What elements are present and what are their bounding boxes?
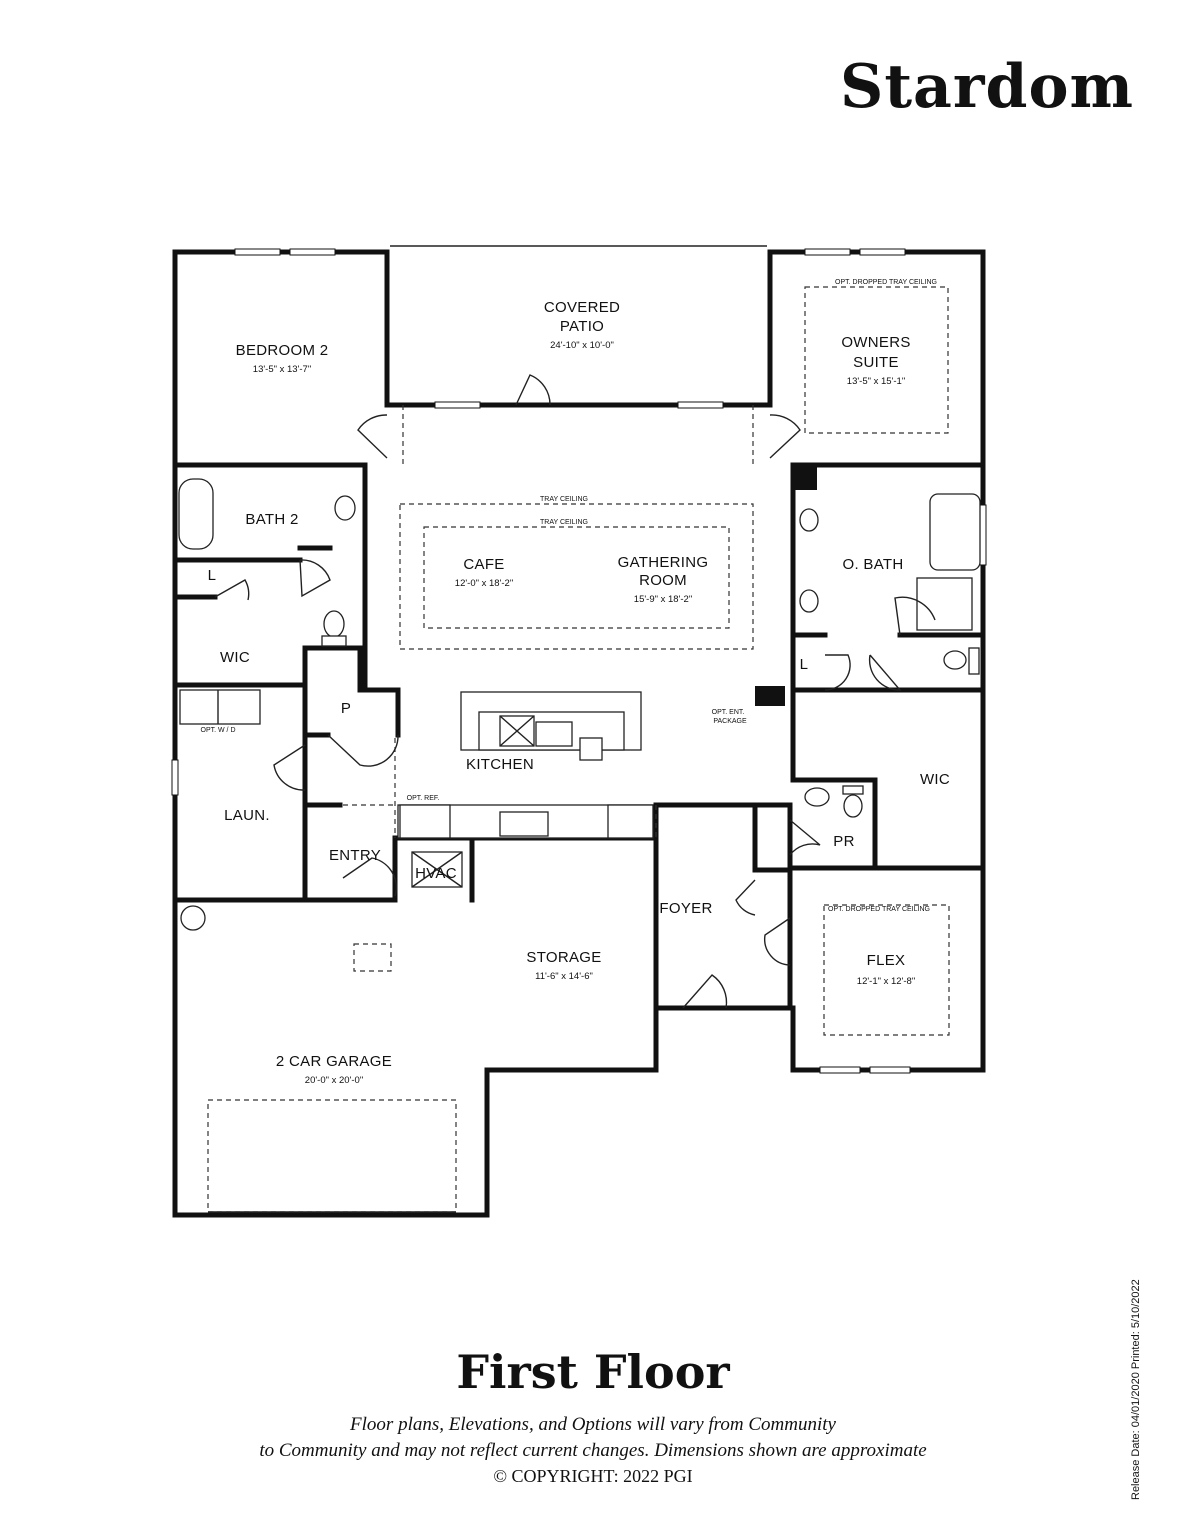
bath2-label: BATH 2 [245,511,298,528]
opt-wd-note: OPT. W / D [201,727,236,734]
floor-plan-diagram: COVERED PATIO 24'-10" x 10'-0" BEDROOM 2… [171,245,987,1218]
structural-post [755,686,785,706]
windows [171,248,987,1074]
opt-ent-note-line2: PACKAGE [713,718,747,725]
storage-dimensions: 11'-6" x 14'-6" [535,971,593,982]
wic-left-label: WIC [220,649,250,666]
laundry-counter [179,689,261,725]
cafe-dimensions: 12'-0" x 18'-2" [455,578,513,589]
powder-room-label: PR [833,833,854,850]
owners-suite-dimensions: 13'-5" x 15'-1" [847,376,905,387]
hvac-unit [411,851,463,888]
wic-right-label: WIC [920,771,950,788]
plan-name: Stardom [840,52,1134,122]
garage-dimensions: 20'-0" x 20'-0" [305,1075,363,1086]
opt-ent-note: OPT. ENT. [712,709,745,716]
gathering-room-label: GATHERING [618,554,709,571]
tray-ceiling-note: TRAY CEILING [540,496,588,503]
hvac-label: HVAC [415,865,457,882]
garage-label: 2 CAR GARAGE [276,1053,392,1070]
cafe-label: CAFE [463,556,504,573]
floor-label: First Floor [456,1345,730,1399]
opt-ref-note: OPT. REF. [407,795,440,802]
release-date-info: Release Date: 04/01/2020 Printed: 5/10/2… [1130,1279,1142,1500]
flex-label: FLEX [867,952,906,969]
linen-closet-label-right: L [800,656,809,673]
linen-closet-label: L [208,567,217,584]
gathering-room-label-line2: ROOM [639,572,687,589]
disclaimer-line1: Floor plans, Elevations, and Options wil… [350,1414,836,1435]
owners-ceiling-note: OPT. DROPPED TRAY CEILING [835,279,937,286]
structural-post [795,466,817,490]
ceiling-outlines [343,286,950,1036]
tray-ceiling-note-inner: TRAY CEILING [540,519,588,526]
copyright-notice: © COPYRIGHT: 2022 PGI [493,1466,693,1486]
kitchen-counter [397,804,654,839]
pantry-label: P [341,700,351,717]
foyer-label: FOYER [659,900,712,917]
covered-patio-label: COVERED [544,299,620,316]
gathering-room-dimensions: 15'-9" x 18'-2" [634,594,692,605]
door-swings [214,374,936,1009]
covered-patio-label-line2: PATIO [560,318,604,335]
bath-fixtures [178,478,981,972]
owners-suite-label-line2: SUITE [853,354,899,371]
garage-door [207,1099,457,1213]
disclaimer-line2: to Community and may not reflect current… [259,1440,927,1461]
covered-patio-dimensions: 24'-10" x 10'-0" [550,340,614,351]
flex-ceiling-note: OPT. DROPPED TRAY CEILING [828,906,930,913]
bedroom2-dimensions: 13'-5" x 13'-7" [253,364,311,375]
owners-suite-label: OWNERS [841,334,910,351]
kitchen-island [460,691,642,761]
entry-label: ENTRY [329,847,381,864]
bedroom2-label: BEDROOM 2 [236,342,329,359]
flex-dimensions: 12'-1" x 12'-8" [857,976,915,987]
owners-bath-label: O. BATH [843,556,904,573]
storage-label: STORAGE [526,949,601,966]
kitchen-label: KITCHEN [466,756,534,773]
laundry-label: LAUN. [224,807,270,824]
